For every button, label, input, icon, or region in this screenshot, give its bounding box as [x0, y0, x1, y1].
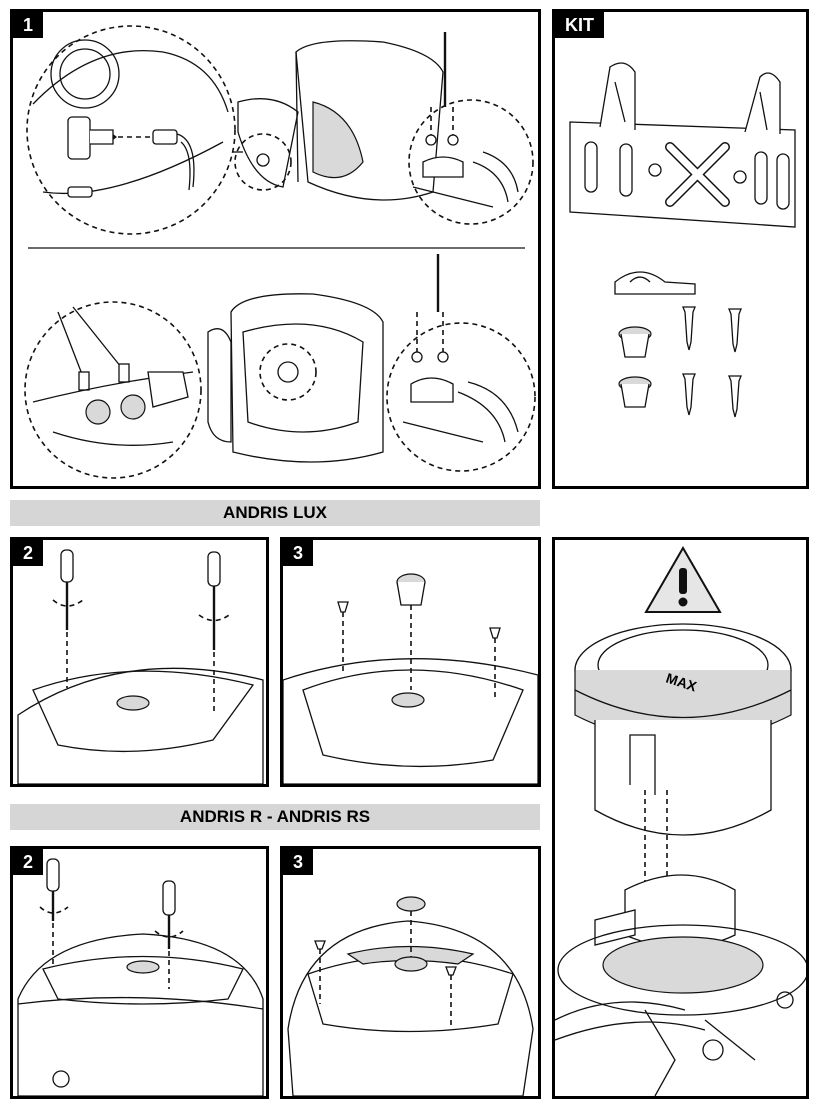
mounting-bracket: [569, 62, 796, 228]
r-step-2-panel: 2: [10, 846, 269, 1099]
step-number: 2: [13, 540, 44, 566]
valve-base: [555, 874, 806, 1096]
warning-triangle-icon: [644, 546, 722, 613]
banner-andris-lux: ANDRIS LUX: [10, 500, 540, 526]
kit-illustration: [569, 62, 796, 418]
step-number: 3: [283, 540, 314, 566]
kit-label: KIT: [555, 12, 604, 38]
plug-right: [445, 966, 457, 1027]
step-number: 1: [13, 12, 44, 38]
lux-step-3-panel: 3: [280, 537, 541, 787]
r-step-3-panel: 3: [280, 846, 541, 1099]
screwdriver-left: [52, 549, 84, 688]
knob-part: [396, 573, 426, 690]
screwdriver-right: [154, 880, 184, 989]
kit-panel: KIT: [552, 9, 809, 489]
step-1-panel: 1: [10, 9, 541, 489]
cable-clamp: [614, 271, 696, 295]
plugs: [618, 326, 652, 408]
plug-right: [489, 627, 501, 700]
step-number: 2: [13, 849, 44, 875]
zoom-detail-connector-bottom: [24, 301, 202, 479]
knob-part: [396, 896, 426, 957]
r-step-3-illustration: [287, 896, 534, 1096]
zoom-detail-bracket-bottom: [386, 254, 536, 472]
warning-illustration: MAX: [555, 546, 806, 1096]
water-heater-bottom: [207, 293, 384, 463]
screws: [682, 306, 742, 418]
plug-left: [337, 601, 349, 675]
banner-andris-r-rs: ANDRIS R - ANDRIS RS: [10, 804, 540, 830]
lux-step-2-illustration: [17, 549, 264, 784]
lux-step-3-illustration: [283, 573, 538, 784]
step-number: 3: [283, 849, 314, 875]
step-1-illustration: [24, 25, 536, 479]
warning-panel: MAX: [552, 537, 809, 1099]
zoom-detail-connector-top: [26, 25, 236, 235]
knob: [574, 623, 792, 970]
zoom-detail-bracket-top: [408, 32, 534, 225]
lux-step-2-panel: 2: [10, 537, 269, 787]
screwdriver-right: [198, 551, 230, 712]
r-step-2-illustration: [17, 858, 264, 1096]
water-heater-top: [233, 40, 444, 201]
plug-left: [314, 940, 326, 1004]
screwdriver-left: [39, 858, 69, 967]
